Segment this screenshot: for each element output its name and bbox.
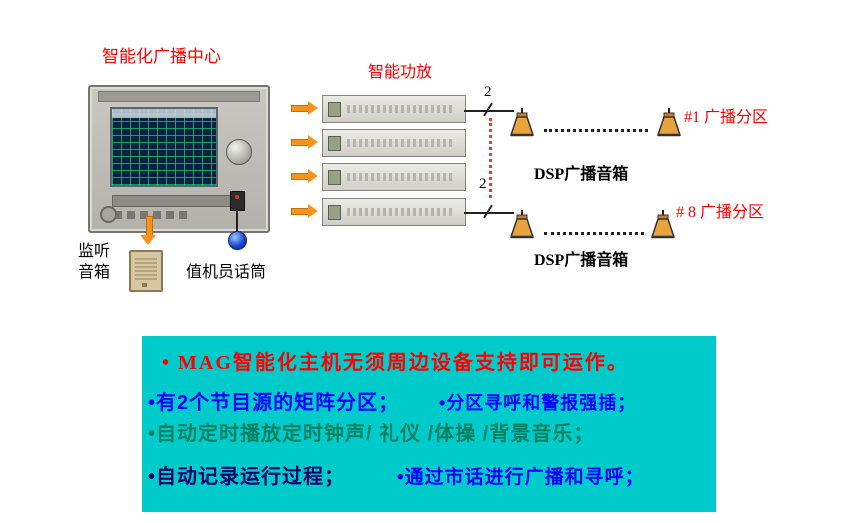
console-power-circle — [100, 206, 117, 223]
feature-line-main: • MAG智能化主机无须周边设备支持即可运作。 — [162, 352, 629, 374]
zones-continuation-dotted-line — [489, 118, 492, 198]
arrow-right-icon — [291, 101, 318, 115]
horn-speaker-icon — [646, 210, 680, 240]
wire-count-top: 2 — [484, 84, 492, 100]
dsp-speaker-label-bottom: DSP广播音箱 — [534, 252, 629, 269]
dsp-speaker-label-top: DSP广播音箱 — [534, 166, 629, 183]
console-top-strip — [98, 91, 260, 102]
feature-line-paging-alarm: •分区寻呼和警报强插； — [439, 393, 637, 413]
console-tape-slot — [112, 195, 232, 207]
amplifier-unit — [322, 95, 466, 123]
broadcast-console — [88, 85, 270, 233]
operator-mic-label: 值机员话筒 — [186, 264, 267, 281]
broadcast-center-label: 智能化广播中心 — [102, 47, 221, 66]
features-info-box: • MAG智能化主机无须周边设备支持即可运作。 •有2个节目源的矩阵分区； •分… — [142, 336, 716, 512]
console-buttons — [114, 211, 192, 219]
microphone-icon — [228, 231, 247, 250]
amplifier-unit — [322, 198, 466, 226]
monitor-speaker-label: 监听音箱 — [78, 243, 111, 281]
horn-speaker-icon — [505, 108, 539, 138]
speaker-chain-dotted-line-top — [544, 129, 648, 132]
console-knob — [226, 139, 252, 165]
wire-count-bottom: 2 — [479, 176, 487, 192]
speaker-wire-bottom — [464, 212, 514, 214]
arrow-down-icon — [140, 216, 157, 246]
speaker-chain-dotted-line-bottom — [544, 232, 644, 235]
zone1-label: #1 广播分区 — [684, 109, 769, 126]
feature-line-timed-play: •自动定时播放定时钟声/ 礼仪 /体操 /背景音乐； — [148, 423, 595, 445]
console-screen — [110, 107, 218, 187]
arrow-right-icon — [291, 169, 318, 183]
amplifier-unit — [322, 163, 466, 191]
speaker-wire-top — [464, 110, 514, 112]
zone8-label: # 8 广播分区 — [676, 204, 765, 221]
monitor-speaker-icon — [129, 250, 163, 292]
horn-speaker-icon — [652, 108, 686, 138]
arrow-right-icon — [291, 204, 318, 218]
horn-speaker-icon — [505, 210, 539, 240]
microphone-stand — [236, 210, 238, 234]
console-mic-port — [230, 191, 245, 211]
arrow-right-icon — [291, 135, 318, 149]
amplifier-unit — [322, 129, 466, 157]
feature-line-telephone: •通过市话进行广播和寻呼； — [397, 467, 645, 488]
feature-line-log: •自动记录运行过程； — [148, 466, 346, 488]
feature-line-matrix-zones: •有2个节目源的矩阵分区； — [148, 392, 400, 414]
amplifier-label: 智能功放 — [368, 64, 433, 81]
